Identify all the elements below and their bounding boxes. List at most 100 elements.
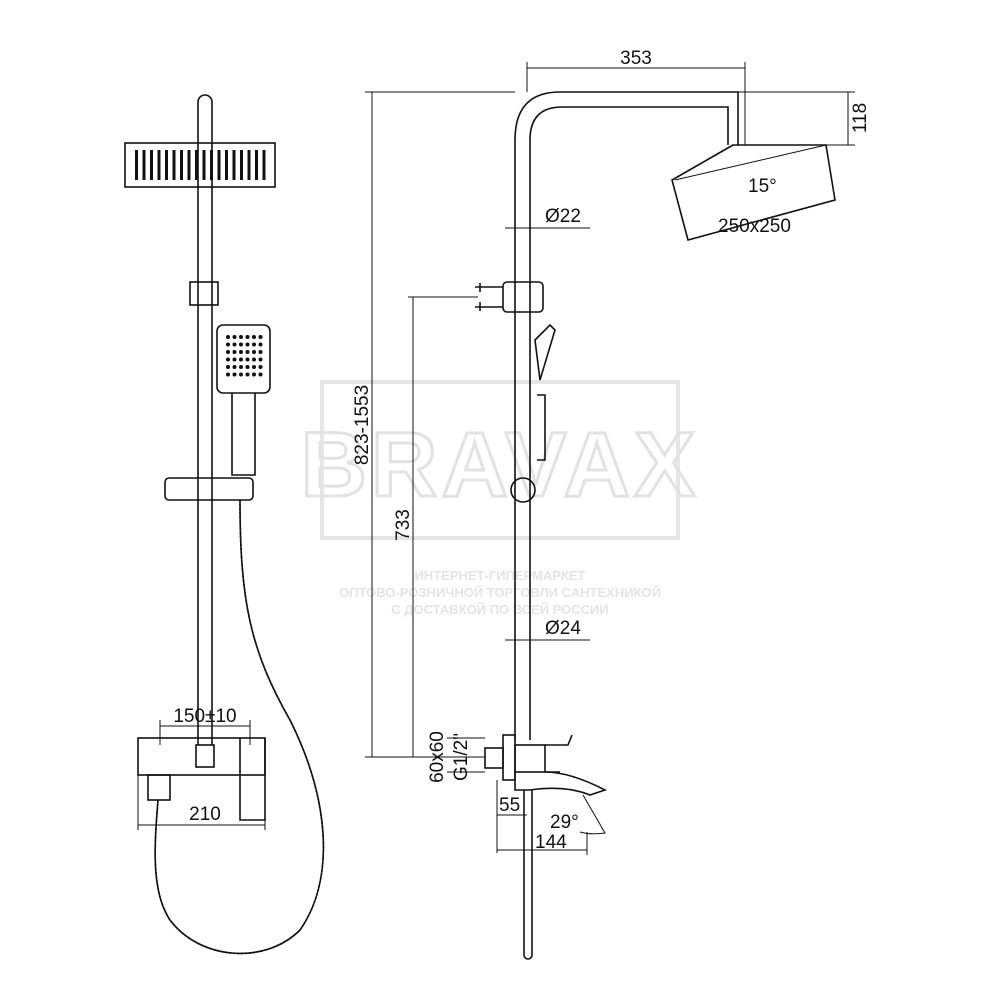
nozzle-dot: [245, 350, 250, 354]
dim-upper-pipe: Ø22: [545, 206, 581, 227]
nozzle-dot: [239, 357, 243, 362]
dim-width: 210: [189, 804, 221, 825]
dim-lower-pipe: Ø24: [545, 618, 581, 639]
nozzle-dot: [245, 335, 250, 339]
nozzle-slat: [195, 150, 198, 180]
nozzle-dot: [258, 350, 263, 354]
dim-thread: G1/2": [451, 733, 472, 781]
nozzle-dot: [226, 357, 230, 362]
wall-bracket: [475, 283, 503, 311]
nozzle-slat: [202, 150, 206, 180]
slide-knob: [510, 477, 536, 503]
nozzle-slat: [217, 150, 221, 180]
hand-shower-side: [534, 323, 556, 381]
nozzle-dot: [258, 335, 263, 339]
nozzle-dot: [232, 335, 237, 339]
hand-shower-handle-side: [537, 394, 546, 461]
nozzle-dot: [239, 342, 243, 347]
shower-pipe-outer: [514, 91, 739, 740]
dim-offset: 55: [499, 795, 520, 816]
dim-angle-spout: 29°: [550, 812, 579, 833]
watermark: BRAVAX ИНТЕРНЕТ-ГИПЕРМАРКЕТ ОПТОВО-РОЗНИ…: [299, 380, 700, 617]
watermark-line: С ДОСТАВКОЙ ПО ВСЕЙ РОССИИ: [391, 602, 608, 617]
nozzle-slat: [142, 150, 146, 180]
dim-reach: 353: [620, 48, 652, 69]
flange: [502, 734, 516, 781]
hose-connector: [147, 774, 171, 801]
watermark-brand: BRAVAX: [301, 414, 700, 516]
nozzle-dot: [232, 342, 237, 347]
nozzle-slat: [157, 150, 161, 180]
nozzle-slat: [247, 150, 251, 180]
shower-rod: [197, 94, 213, 745]
hand-shower-head: [216, 324, 271, 394]
nozzle-dot: [239, 350, 243, 354]
nozzle-slat: [232, 150, 236, 180]
bath-hose: [523, 790, 533, 960]
nozzle-dot: [226, 350, 230, 354]
hand-shower-nozzles: [226, 335, 263, 377]
nozzle-dot: [245, 372, 250, 377]
nozzle-dot: [252, 357, 256, 362]
nozzle-dot: [226, 372, 230, 377]
nozzle-dot: [252, 372, 256, 377]
bath-spout: [514, 771, 608, 796]
nozzle-dot: [239, 372, 243, 377]
nozzle-dot: [245, 365, 250, 369]
nozzle-dot: [258, 357, 263, 362]
nozzle-slat: [210, 150, 213, 180]
dim-total-height: 823-1553: [352, 385, 373, 465]
nozzle-dot: [232, 350, 237, 354]
rain-head-side: [671, 144, 836, 241]
front-view: 150±10 210: [124, 94, 325, 955]
watermark-line: ИНТЕРНЕТ-ГИПЕРМАРКЕТ: [414, 568, 585, 583]
nozzle-dot: [252, 342, 256, 347]
nozzle-dot: [232, 372, 237, 377]
nozzle-slat: [225, 150, 228, 180]
nozzle-dot: [245, 342, 250, 347]
nozzle-slat: [172, 150, 176, 180]
nozzle-slat: [135, 150, 138, 180]
nozzle-slat: [255, 150, 258, 180]
watermark-line: ОПТОВО-РОЗНИЧНОЙ ТОРГОВЛИ САНТЕХНИКОЙ: [339, 585, 661, 600]
dim-flange: 60x60: [427, 731, 448, 783]
diverter-body: [514, 744, 546, 773]
wall-connector: [484, 747, 504, 769]
dim-lower-height: 733: [393, 509, 414, 541]
mixer-outlet: [195, 744, 215, 768]
rod-holder-side: [502, 281, 544, 313]
hand-shower-handle: [231, 393, 256, 476]
nozzle-slat: [150, 150, 153, 180]
nozzle-dot: [258, 342, 263, 347]
nozzle-dot: [239, 335, 243, 339]
nozzle-dot: [232, 365, 237, 369]
dim-angle-head: 15°: [748, 176, 777, 197]
nozzle-dot: [258, 372, 263, 377]
nozzle-dot: [258, 365, 263, 369]
nozzle-slat: [180, 150, 183, 180]
dim-spout: 144: [535, 832, 567, 853]
rod-holder: [189, 281, 219, 306]
dim-head-size: 250x250: [718, 216, 791, 237]
nozzle-slat: [165, 150, 168, 180]
slide-bracket: [164, 477, 254, 501]
shower-pipe-inner: [529, 106, 729, 740]
nozzle-dot: [226, 365, 230, 369]
nozzle-slat: [187, 150, 191, 180]
nozzle-dot: [226, 335, 230, 339]
diverter-handle: [545, 734, 573, 773]
dim-head-height: 118: [850, 103, 871, 133]
dim-spacing: 150±10: [173, 706, 236, 727]
rain-shower-head: [124, 142, 276, 188]
nozzle-dot: [239, 365, 243, 369]
side-view: 353 118 15° 250x250 Ø22 823-1553 733 Ø24…: [352, 48, 871, 960]
nozzle-dot: [252, 365, 256, 369]
nozzle-dot: [245, 357, 250, 362]
nozzle-slat: [240, 150, 243, 180]
nozzle-dot: [252, 350, 256, 354]
shower-head-nozzles: [135, 150, 266, 180]
nozzle-slat: [262, 150, 266, 180]
mixer-handle: [239, 738, 266, 821]
